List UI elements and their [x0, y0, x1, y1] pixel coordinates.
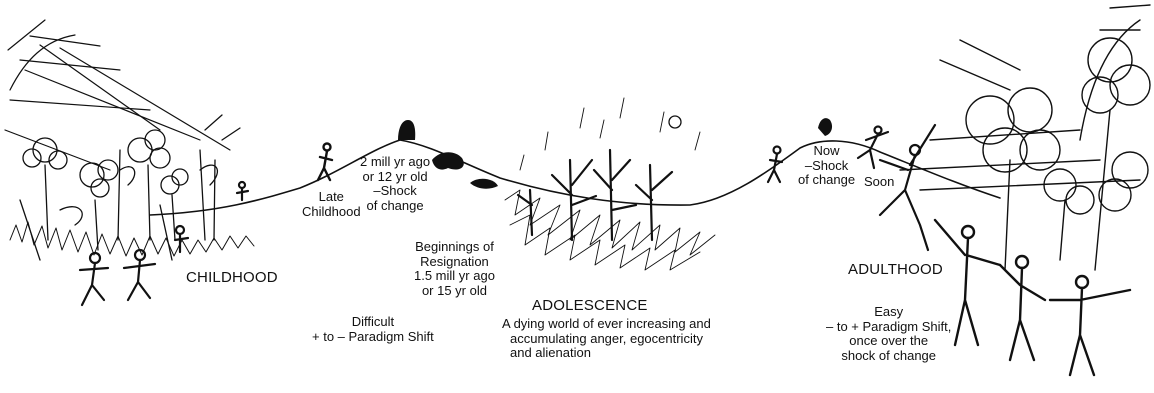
stage-childhood: CHILDHOOD	[186, 270, 278, 287]
annotation-resignation: Beginnings of Resignation 1.5 mill yr ag…	[414, 240, 495, 298]
sun-icon	[5, 20, 230, 170]
annotation-late-childhood: Late Childhood	[302, 190, 361, 219]
stick-figure-icon	[768, 147, 782, 183]
annotation-soon: Soon	[864, 175, 894, 190]
annotation-dying-world: A dying world of ever increasing and acc…	[502, 317, 711, 361]
annotation-2-mill-12-yr: 2 mill yr ago or 12 yr old –Shock of cha…	[360, 155, 430, 213]
stage-adolescence: ADOLESCENCE	[532, 298, 648, 315]
gorilla-icon	[818, 118, 832, 136]
sun-small-icon	[669, 116, 681, 128]
flower-icon	[900, 5, 1150, 270]
stage-adulthood: ADULTHOOD	[848, 262, 943, 279]
stick-figure-icon	[935, 220, 1130, 375]
annotation-now-shock: Now –Shock of change	[798, 144, 855, 188]
annotation-difficult-shift: Difficult + to – Paradigm Shift	[312, 315, 434, 344]
annotation-easy-shift: Easy – to + Paradigm Shift, once over th…	[826, 305, 951, 363]
dead-tree-icon	[518, 150, 672, 240]
grass-scribble	[10, 222, 254, 256]
